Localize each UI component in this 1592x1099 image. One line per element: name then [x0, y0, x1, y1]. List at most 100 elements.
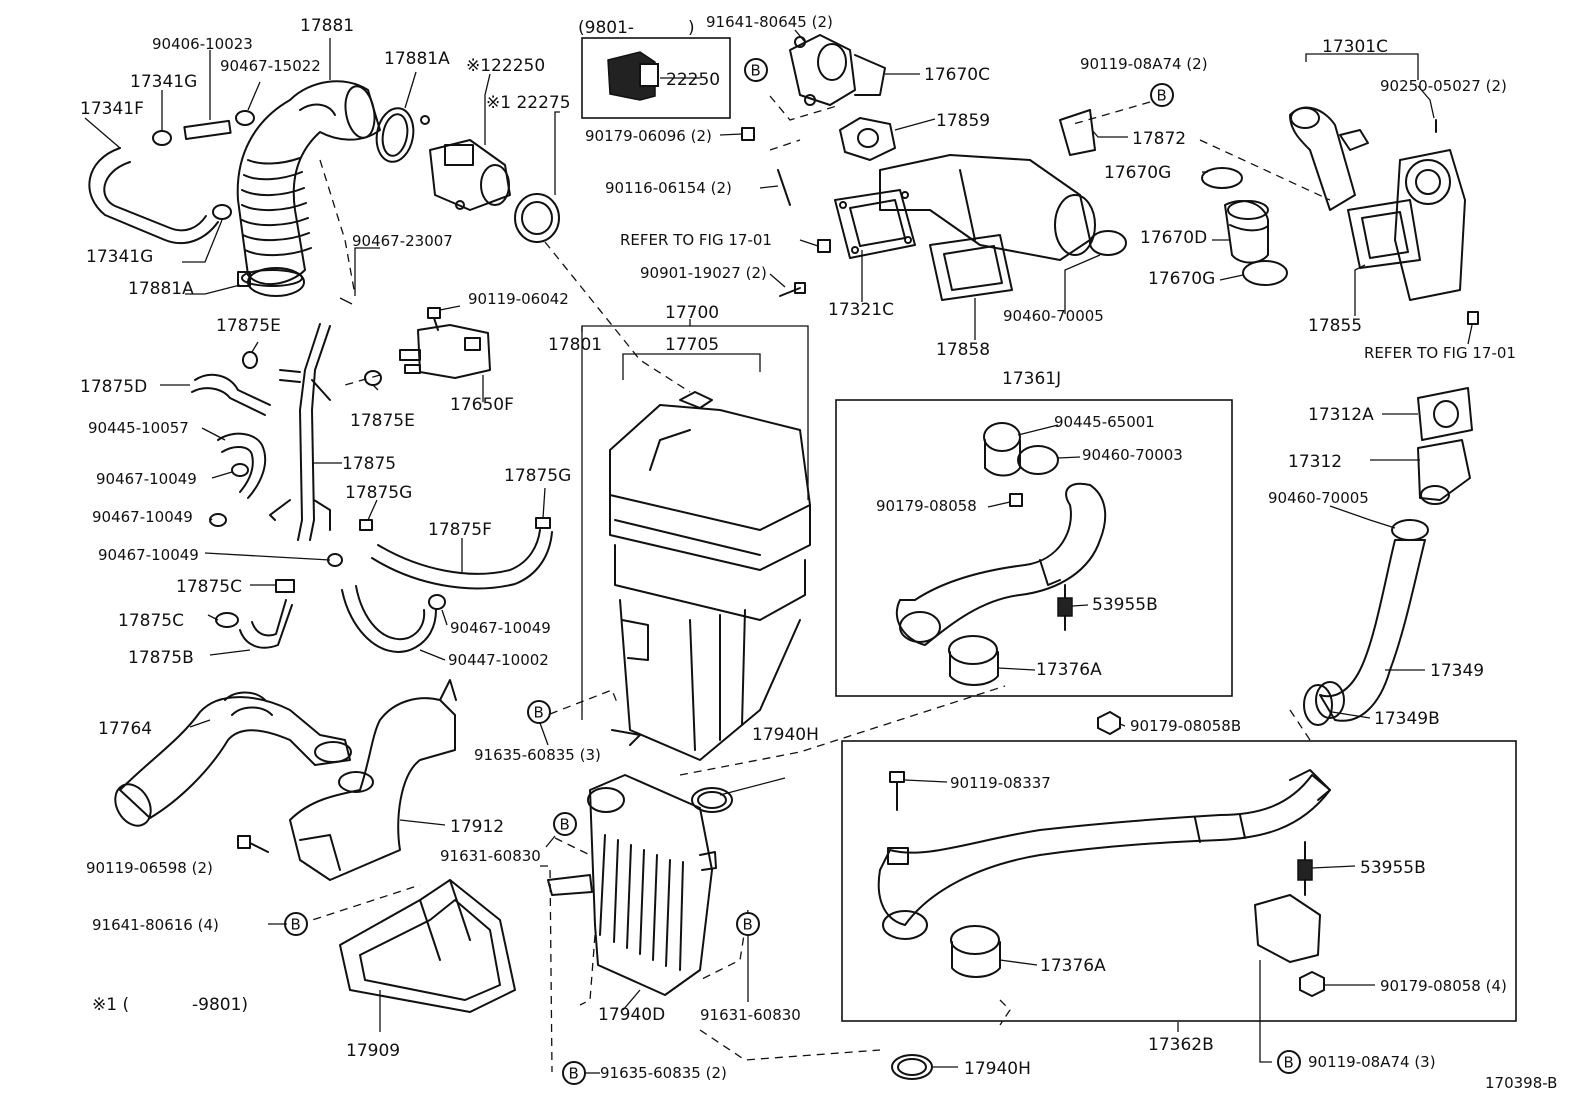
nut-refer-fig-right: [1467, 311, 1479, 325]
clamp-17670G-upper: [1201, 167, 1243, 189]
part-number-label: 17341F: [80, 99, 144, 119]
part-number-label: 53955B: [1360, 858, 1426, 878]
part-number-label: 17875: [342, 454, 396, 474]
part-number-label: 17875C: [176, 577, 242, 597]
part-number-label: 90467-10049: [96, 470, 197, 488]
part-number-label: 90179-06096 (2): [585, 127, 712, 145]
svg-text:B: B: [1284, 1054, 1294, 1072]
part-number-label: 90447-10002: [448, 651, 549, 669]
part-number-label: 17875F: [428, 520, 492, 540]
part-number-label: 17376A: [1036, 660, 1102, 680]
part-number-label: (9801-: [578, 18, 634, 38]
part-number-label: 17301C: [1322, 37, 1388, 57]
part-number-label: 17875C: [118, 611, 184, 631]
part-number-label: 90116-06154 (2): [605, 179, 732, 197]
part-number-label: 90467-15022: [220, 57, 321, 75]
part-number-label: 90119-08337: [950, 774, 1051, 792]
hose-17875B: [239, 604, 293, 649]
part-number-label: 17650F: [450, 395, 514, 415]
part-number-label: 17912: [450, 817, 504, 837]
gasket-17859: [839, 117, 896, 161]
bolt-90901-19027: [779, 287, 801, 297]
callout-b-icon: B: [1150, 83, 1174, 107]
inset-box-9801: [581, 37, 731, 119]
part-number-label: 17341G: [130, 72, 197, 92]
clamp-90467-10049-d: [428, 594, 446, 610]
clamp-90467-10049-b: [209, 513, 227, 527]
part-number-label: 90119-06598 (2): [86, 859, 213, 877]
part-number-label: 17764: [98, 719, 152, 739]
part-number-label: 17670G: [1104, 163, 1171, 183]
part-number-label: 90445-65001: [1054, 413, 1155, 431]
sensor-53955B-lower: [1297, 841, 1313, 896]
air-flow-meter-22250-late: [607, 51, 659, 101]
clamp-17875G-b: [535, 517, 551, 529]
callout-markers: B B B B B B B B: [284, 58, 1301, 1085]
air-flow-meter-22250: [429, 139, 511, 211]
seal-22275: [514, 193, 560, 243]
footnote-prefix: ※1 (: [92, 995, 129, 1015]
figure-code: 170398-B: [1485, 1074, 1557, 1092]
footnote-suffix: -9801): [192, 995, 248, 1015]
bolt-90119-06598: [237, 835, 269, 853]
hose-17875D: [194, 373, 271, 406]
hose-90445-10057: [217, 432, 267, 499]
callout-b-icon: B: [562, 1061, 586, 1085]
svg-text:B: B: [291, 916, 301, 934]
hose-17764: [114, 691, 352, 827]
nut-refer-fig: [817, 239, 831, 253]
part-number-label: 91631-60830: [700, 1006, 801, 1024]
clamp-17341G-upper: [152, 130, 172, 146]
sensor-53955B-upper: [1057, 584, 1073, 631]
clamp-17875E-lower: [364, 370, 382, 386]
hose-17361J: [895, 482, 1107, 646]
svg-text:B: B: [751, 62, 761, 80]
breather-pipe-17875: [269, 323, 331, 541]
nut-90179-08058-4: [1299, 970, 1325, 998]
part-number-label: 17700: [665, 303, 719, 323]
hose-17341F: [88, 147, 219, 245]
part-number-label: 17361J: [1002, 369, 1061, 389]
clamp-17875E-upper: [242, 351, 258, 369]
part-number-label: 17670G: [1148, 269, 1215, 289]
part-number-label: 91641-80645 (2): [706, 13, 833, 31]
svg-text:B: B: [743, 916, 753, 934]
part-number-label: 17321C: [828, 300, 894, 320]
nut-90179-06096: [741, 127, 755, 141]
air-intake-hose-17881: [236, 80, 381, 297]
part-number-label: 17940H: [752, 725, 819, 745]
part-number-label: 17909: [346, 1041, 400, 1061]
clamp-90460-70005-right: [1391, 519, 1429, 541]
bracket-90179-08058: [1254, 894, 1321, 963]
part-number-label: REFER TO FIG 17-01: [1364, 344, 1516, 362]
part-number-label: 90467-23007: [352, 232, 453, 250]
part-number-label: 17859: [936, 111, 990, 131]
svg-text:B: B: [560, 816, 570, 834]
part-number-label: 17872: [1132, 129, 1186, 149]
callout-b-icon: B: [553, 812, 577, 836]
part-number-label: 17875B: [128, 648, 194, 668]
flange-17855: [1347, 149, 1466, 301]
stud-90116-06154: [777, 169, 791, 206]
svg-text:B: B: [534, 704, 544, 722]
sleeve-17376A-lower: [950, 925, 1001, 978]
part-number-label: 17858: [936, 340, 990, 360]
part-number-label: 17940D: [598, 1005, 665, 1025]
part-number-label: 90460-70005: [1003, 307, 1104, 325]
callout-b-icon: B: [284, 912, 308, 936]
bolt-90119-08337: [889, 771, 905, 811]
svg-text:B: B: [569, 1065, 579, 1083]
leader-lines: [84, 29, 1473, 1068]
part-number-label: 17705: [665, 335, 719, 355]
valve-17670C: [789, 34, 886, 106]
part-number-label: 53955B: [1092, 595, 1158, 615]
part-number-label: 17312A: [1308, 405, 1374, 425]
hose-17875F: [377, 529, 541, 575]
clamp-17881A-lower: [241, 269, 303, 287]
clamp-90467-10049-c: [327, 553, 343, 567]
hose-17349: [1319, 539, 1426, 722]
duct-17909: [339, 879, 516, 1013]
part-number-label: 17349B: [1374, 709, 1440, 729]
clamp-90467-15022: [235, 110, 255, 126]
intercooler-17940D: [547, 774, 717, 996]
